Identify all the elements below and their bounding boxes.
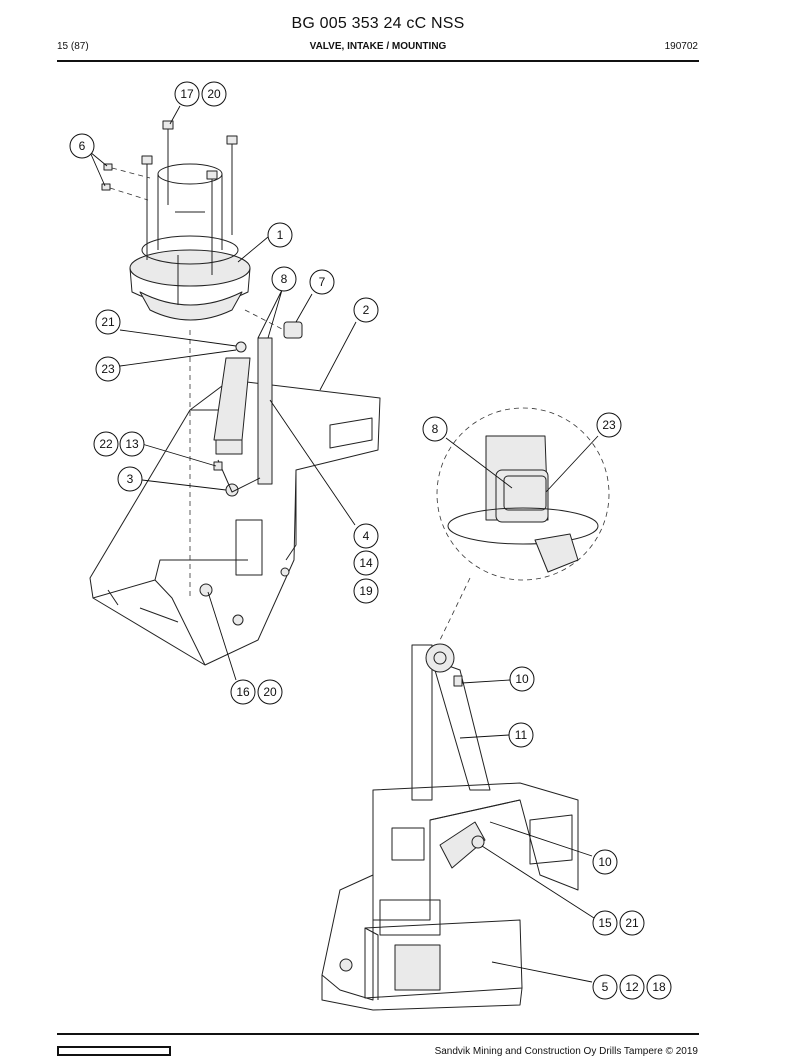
callout-12: 12 <box>619 974 645 1000</box>
callout-8-detail: 8 <box>422 416 448 442</box>
svg-text:21: 21 <box>101 315 115 329</box>
callout-14: 14 <box>353 550 379 576</box>
svg-text:20: 20 <box>263 685 277 699</box>
callout-16: 16 <box>230 679 256 705</box>
callout-8-main: 8 <box>271 266 297 292</box>
intake-valve-drawing <box>101 120 303 600</box>
callout-17: 17 <box>174 81 200 107</box>
svg-text:12: 12 <box>625 980 639 994</box>
svg-text:20: 20 <box>207 87 221 101</box>
header-rule <box>57 60 699 62</box>
callout-11: 11 <box>508 722 534 748</box>
svg-text:7: 7 <box>319 275 326 289</box>
svg-text:11: 11 <box>515 728 528 742</box>
lower-bracket-drawing <box>321 643 579 1011</box>
svg-text:2: 2 <box>363 303 370 317</box>
callout-2: 2 <box>353 297 379 323</box>
svg-text:8: 8 <box>432 422 439 436</box>
bracket-drawing <box>89 337 381 666</box>
svg-text:6: 6 <box>79 139 86 153</box>
svg-text:16: 16 <box>236 685 250 699</box>
callout-20-top: 20 <box>201 81 227 107</box>
date-code: 190702 <box>664 41 698 52</box>
svg-text:10: 10 <box>598 855 612 869</box>
svg-text:21: 21 <box>625 916 639 930</box>
callout-20-bottom: 20 <box>257 679 283 705</box>
svg-text:23: 23 <box>101 362 115 376</box>
brand-logo <box>57 1046 171 1056</box>
svg-text:13: 13 <box>125 437 139 451</box>
svg-text:4: 4 <box>363 529 370 543</box>
svg-text:3: 3 <box>127 472 134 486</box>
callout-13: 13 <box>119 431 145 457</box>
svg-text:5: 5 <box>602 980 609 994</box>
footer-copyright: Sandvik Mining and Construction Oy Drill… <box>434 1046 698 1057</box>
callout-5: 5 <box>592 974 618 1000</box>
svg-text:15: 15 <box>598 916 612 930</box>
footer-rule <box>57 1033 699 1035</box>
callout-23-main: 23 <box>95 356 121 382</box>
callout-7: 7 <box>309 269 335 295</box>
callout-22: 22 <box>93 431 119 457</box>
svg-text:8: 8 <box>281 272 288 286</box>
callout-15: 15 <box>592 910 618 936</box>
leader-lines <box>89 105 599 983</box>
svg-text:14: 14 <box>359 556 373 570</box>
callout-10-lower: 10 <box>592 849 618 875</box>
callout-3: 3 <box>117 466 143 492</box>
callout-21-main: 21 <box>95 309 121 335</box>
callout-6: 6 <box>69 133 95 159</box>
svg-text:17: 17 <box>180 87 194 101</box>
callout-4: 4 <box>353 523 379 549</box>
svg-text:18: 18 <box>652 980 666 994</box>
svg-text:10: 10 <box>515 672 529 686</box>
detail-view-drawing <box>436 407 610 641</box>
page-number: 15 (87) <box>57 41 89 52</box>
document-title: BG 005 353 24 cC NSS <box>291 15 465 32</box>
svg-text:23: 23 <box>602 418 616 432</box>
svg-text:22: 22 <box>99 437 113 451</box>
callout-21-lower: 21 <box>619 910 645 936</box>
callout-19: 19 <box>353 578 379 604</box>
callout-18: 18 <box>646 974 672 1000</box>
svg-text:19: 19 <box>359 584 373 598</box>
callout-10-upper: 10 <box>509 666 535 692</box>
section-title: VALVE, INTAKE / MOUNTING <box>309 41 447 52</box>
callout-23-detail: 23 <box>596 412 622 438</box>
svg-text:1: 1 <box>277 228 284 242</box>
callout-1: 1 <box>267 222 293 248</box>
